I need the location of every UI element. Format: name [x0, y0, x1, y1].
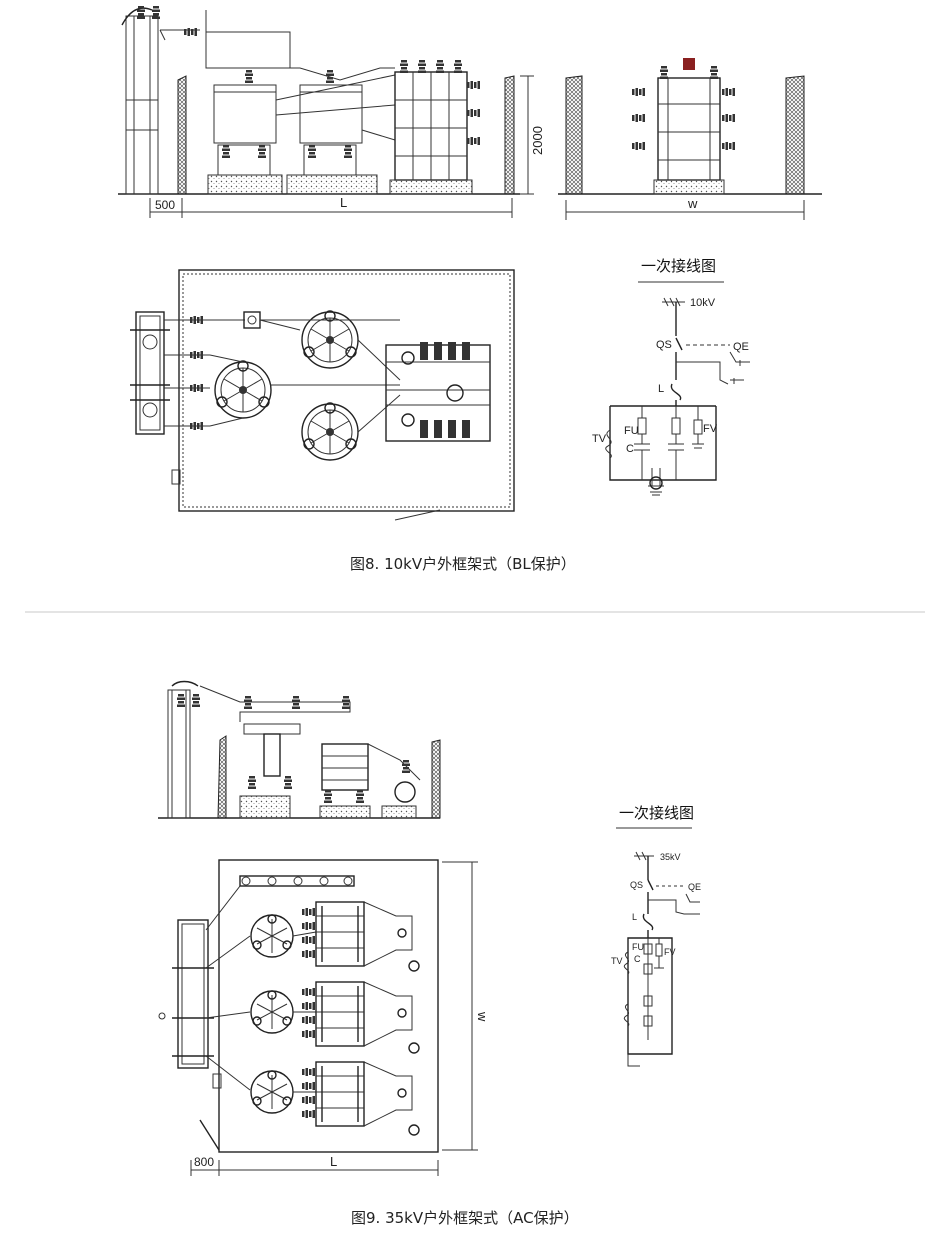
reactor-2 [286, 84, 378, 195]
svg-text:FV: FV [703, 423, 718, 435]
figure8-plan [130, 269, 515, 521]
svg-text:QE: QE [733, 341, 749, 353]
figure9-elevation [158, 680, 441, 819]
svg-text:TV: TV [611, 956, 623, 966]
figure9-caption: 图9. 35kV户外框架式（AC保护） [351, 1209, 579, 1227]
side-view: w [565, 58, 805, 220]
figure9-plan: w 800 L [158, 859, 490, 1176]
capacitor-frame [389, 60, 480, 195]
mesh-fence [177, 75, 187, 195]
dim-w-fig9: w [475, 1011, 490, 1022]
svg-text:QE: QE [688, 882, 701, 892]
svg-text:L: L [632, 912, 637, 922]
svg-text:FV: FV [664, 947, 676, 957]
svg-text:TV: TV [592, 433, 607, 445]
svg-text:QS: QS [656, 339, 672, 351]
svg-text:FU: FU [624, 425, 639, 437]
svg-text:35kV: 35kV [660, 852, 681, 862]
schematic-title: 一次接线图 [641, 257, 716, 275]
svg-text:C: C [626, 443, 634, 455]
reactor-1 [207, 84, 283, 195]
figure8-elevation: 2000 500 L w [118, 6, 822, 220]
svg-text:10kV: 10kV [690, 297, 716, 309]
schematic-title-fig9: 一次接线图 [619, 804, 694, 822]
figure9-schematic: 一次接线图 35kV QS QE L TV FU C FV [611, 804, 701, 1067]
svg-text:C: C [634, 954, 641, 964]
figure8-caption: 图8. 10kV户外框架式（BL保护） [350, 555, 576, 573]
dim-500: 500 [155, 198, 175, 212]
svg-text:QS: QS [630, 880, 643, 890]
dim-L-fig9: L [330, 1154, 337, 1169]
dim-2000: 2000 [530, 126, 545, 155]
dim-L: L [340, 195, 347, 210]
dim-w: w [687, 196, 698, 211]
capacitor-units [401, 342, 470, 438]
pole-column [121, 6, 200, 195]
dim-800: 800 [194, 1155, 214, 1169]
svg-text:FU: FU [632, 942, 644, 952]
svg-text:L: L [658, 383, 664, 395]
figure8-schematic: 一次接线图 10kV QS QE L TV FU C FV [592, 257, 750, 496]
